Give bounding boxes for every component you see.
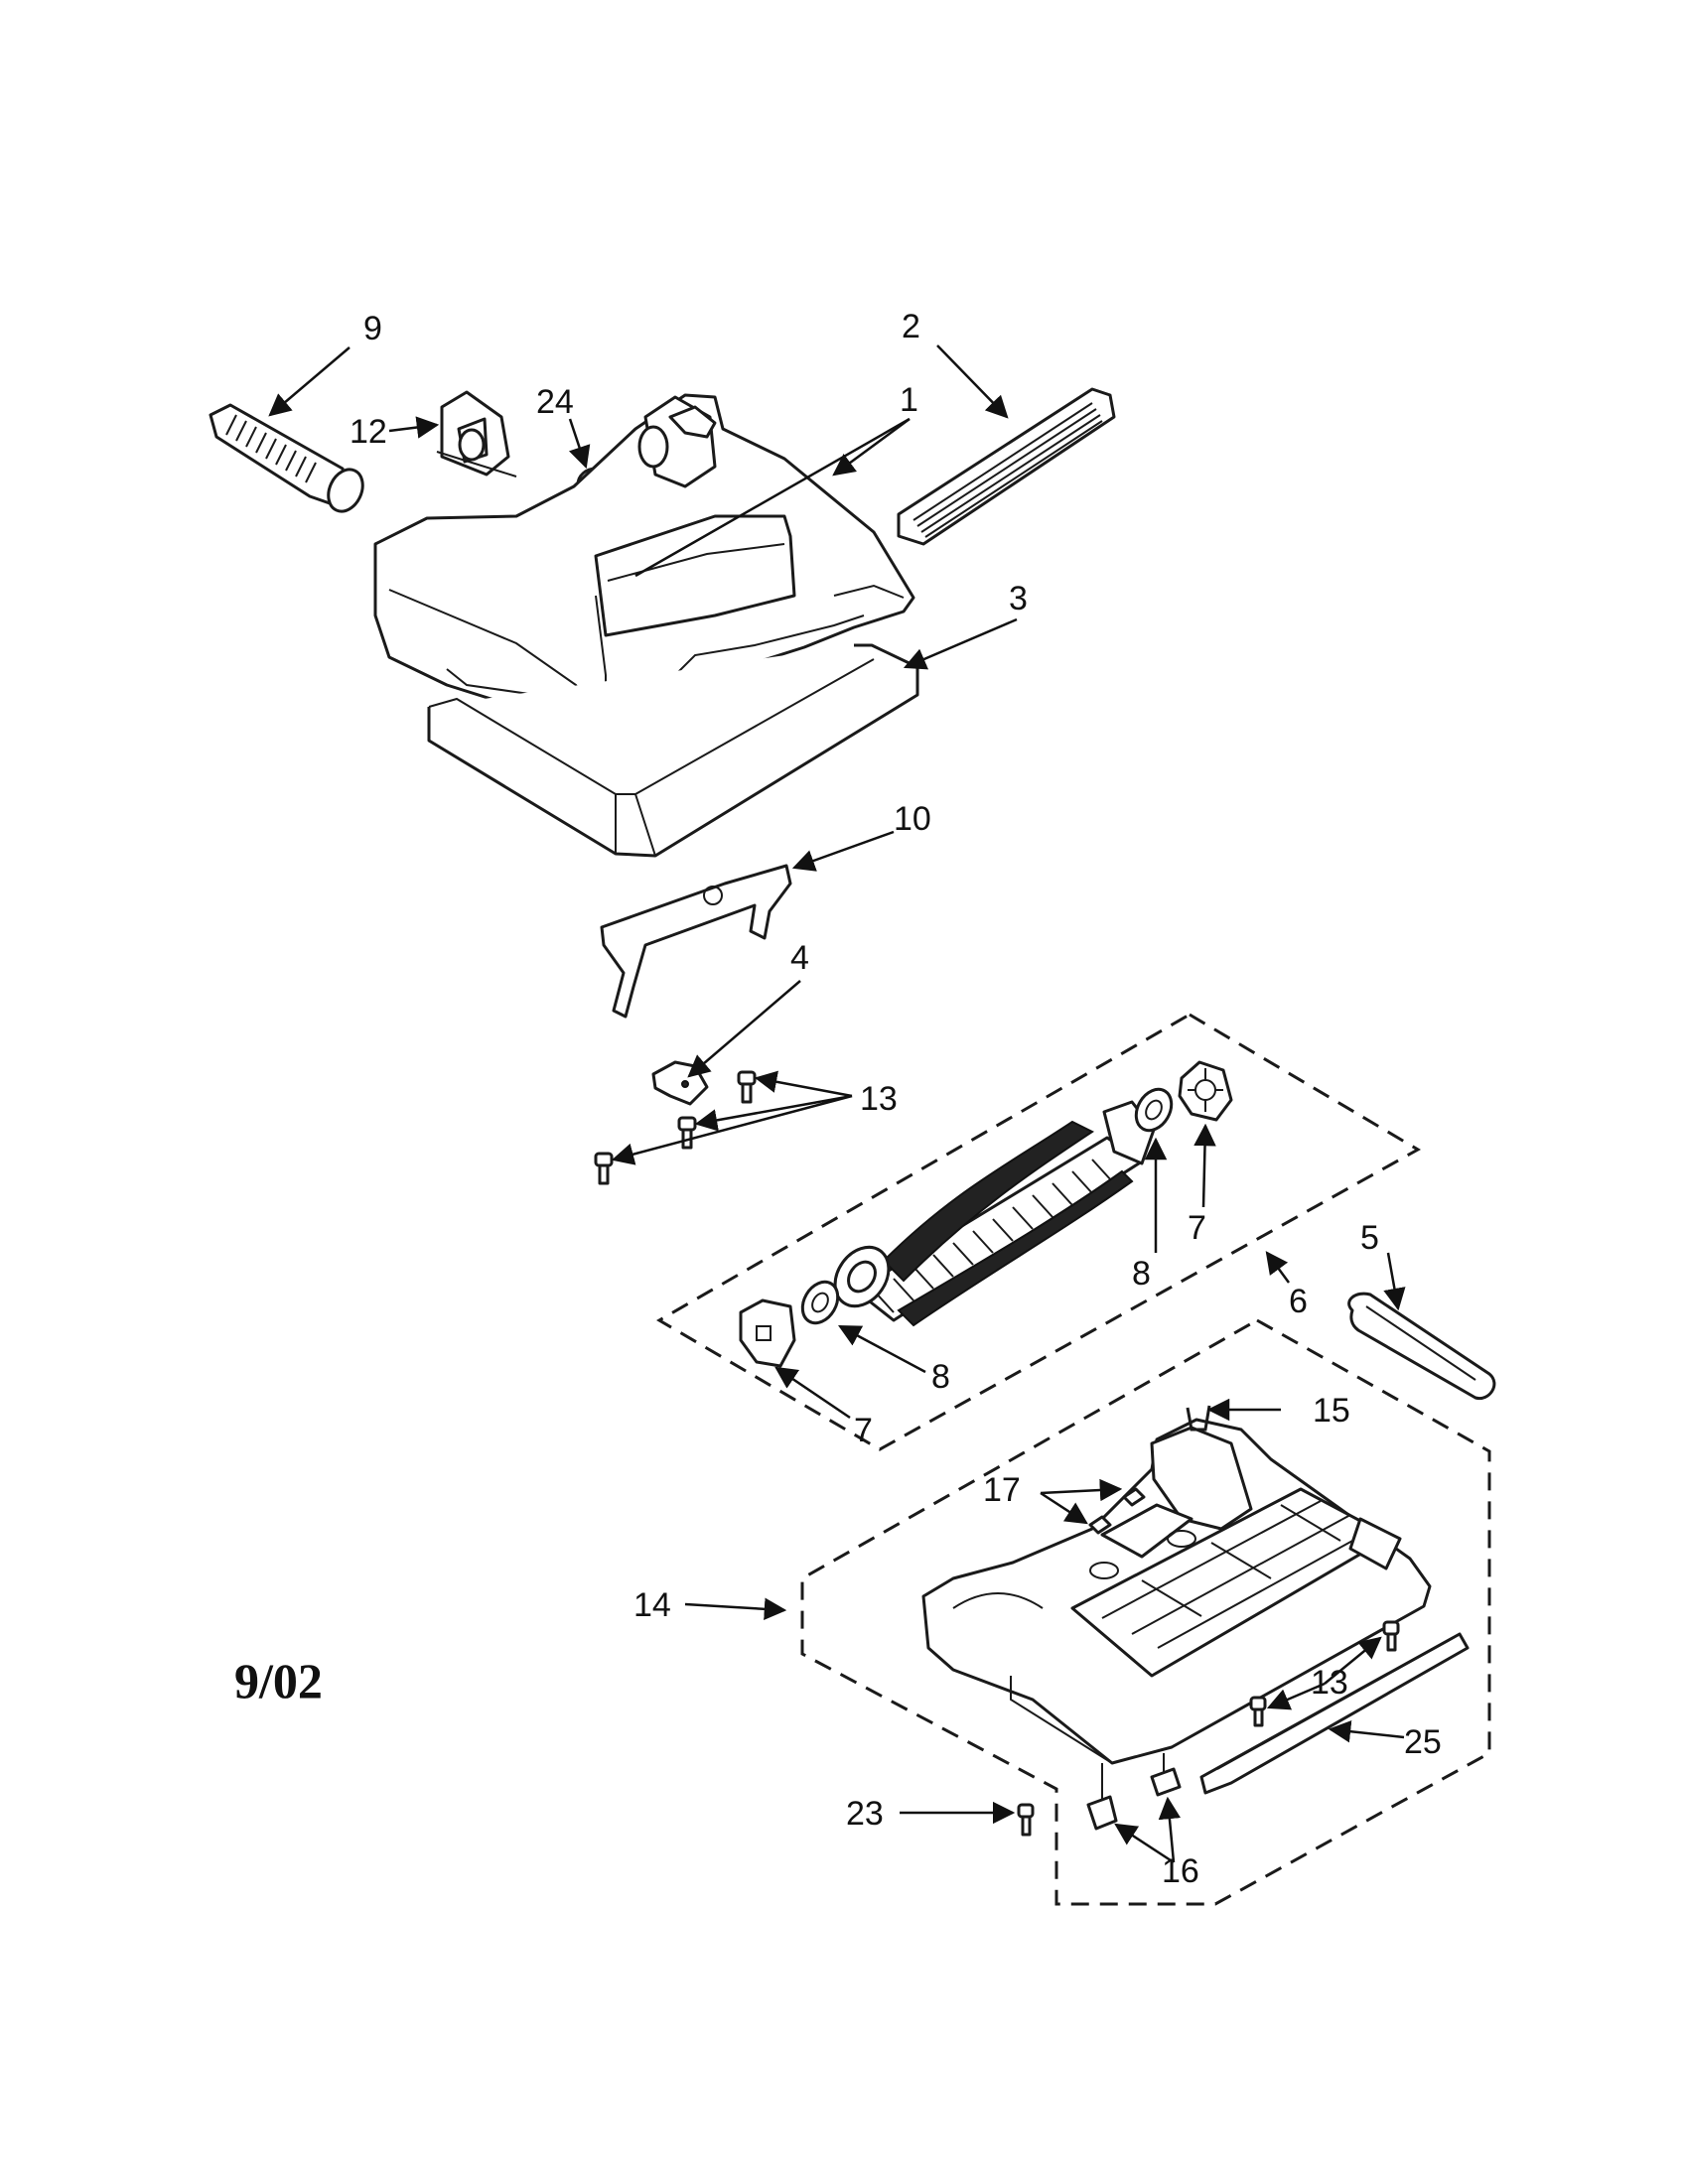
part-end-cap-right <box>1178 1060 1233 1122</box>
callout-5: 5 <box>1360 1219 1379 1257</box>
part-pivot-bracket <box>436 390 517 478</box>
part-edge-strip <box>1199 1632 1470 1795</box>
part-washer-left <box>800 1280 840 1325</box>
part-bracket-plate <box>600 864 792 1019</box>
part-belt <box>1347 1292 1496 1401</box>
date-code: 9/02 <box>234 1653 323 1708</box>
callout-4: 4 <box>790 939 809 977</box>
callout-3: 3 <box>1009 580 1028 617</box>
callout-labels: 9 12 24 1 2 3 10 4 13 7 8 6 5 8 7 15 17 … <box>350 308 1442 1890</box>
callout-15: 15 <box>1313 1392 1350 1430</box>
part-hose-connector <box>209 403 364 513</box>
callout-9: 9 <box>363 310 382 347</box>
callout-8-right: 8 <box>1132 1255 1151 1293</box>
part-gasket-frame <box>427 643 919 858</box>
part-brushroll <box>833 1100 1156 1327</box>
callout-10: 10 <box>894 800 931 838</box>
callout-13-upper: 13 <box>860 1080 898 1118</box>
part-base-plate <box>921 1418 1432 1765</box>
callout-1: 1 <box>900 381 918 419</box>
callout-6: 6 <box>1289 1283 1308 1320</box>
callout-7-right: 7 <box>1188 1209 1206 1247</box>
part-screw-23 <box>1017 1803 1035 1837</box>
part-screws-lower <box>1249 1620 1400 1727</box>
callout-13-lower: 13 <box>1311 1664 1348 1702</box>
callout-14: 14 <box>633 1586 671 1624</box>
callout-23: 23 <box>846 1795 884 1833</box>
callout-2: 2 <box>902 308 920 345</box>
part-washer-right <box>1134 1087 1174 1133</box>
callout-leaders <box>268 344 1406 1864</box>
callout-17: 17 <box>983 1471 1021 1509</box>
part-end-cap-left <box>739 1298 796 1368</box>
part-small-clips <box>1088 1487 1146 1535</box>
callout-7-left: 7 <box>854 1412 873 1449</box>
brushroll-assembly-boundary <box>656 1013 1422 1451</box>
callout-16: 16 <box>1162 1852 1199 1890</box>
callout-25: 25 <box>1404 1723 1442 1761</box>
callout-8-left: 8 <box>931 1358 950 1396</box>
callout-24: 24 <box>536 383 574 421</box>
part-bumper-strip <box>897 387 1116 546</box>
base-assembly-boundary <box>800 1318 1491 1906</box>
callout-12: 12 <box>350 413 387 451</box>
part-wheel-brackets <box>1086 1753 1182 1831</box>
part-hood <box>373 393 915 739</box>
